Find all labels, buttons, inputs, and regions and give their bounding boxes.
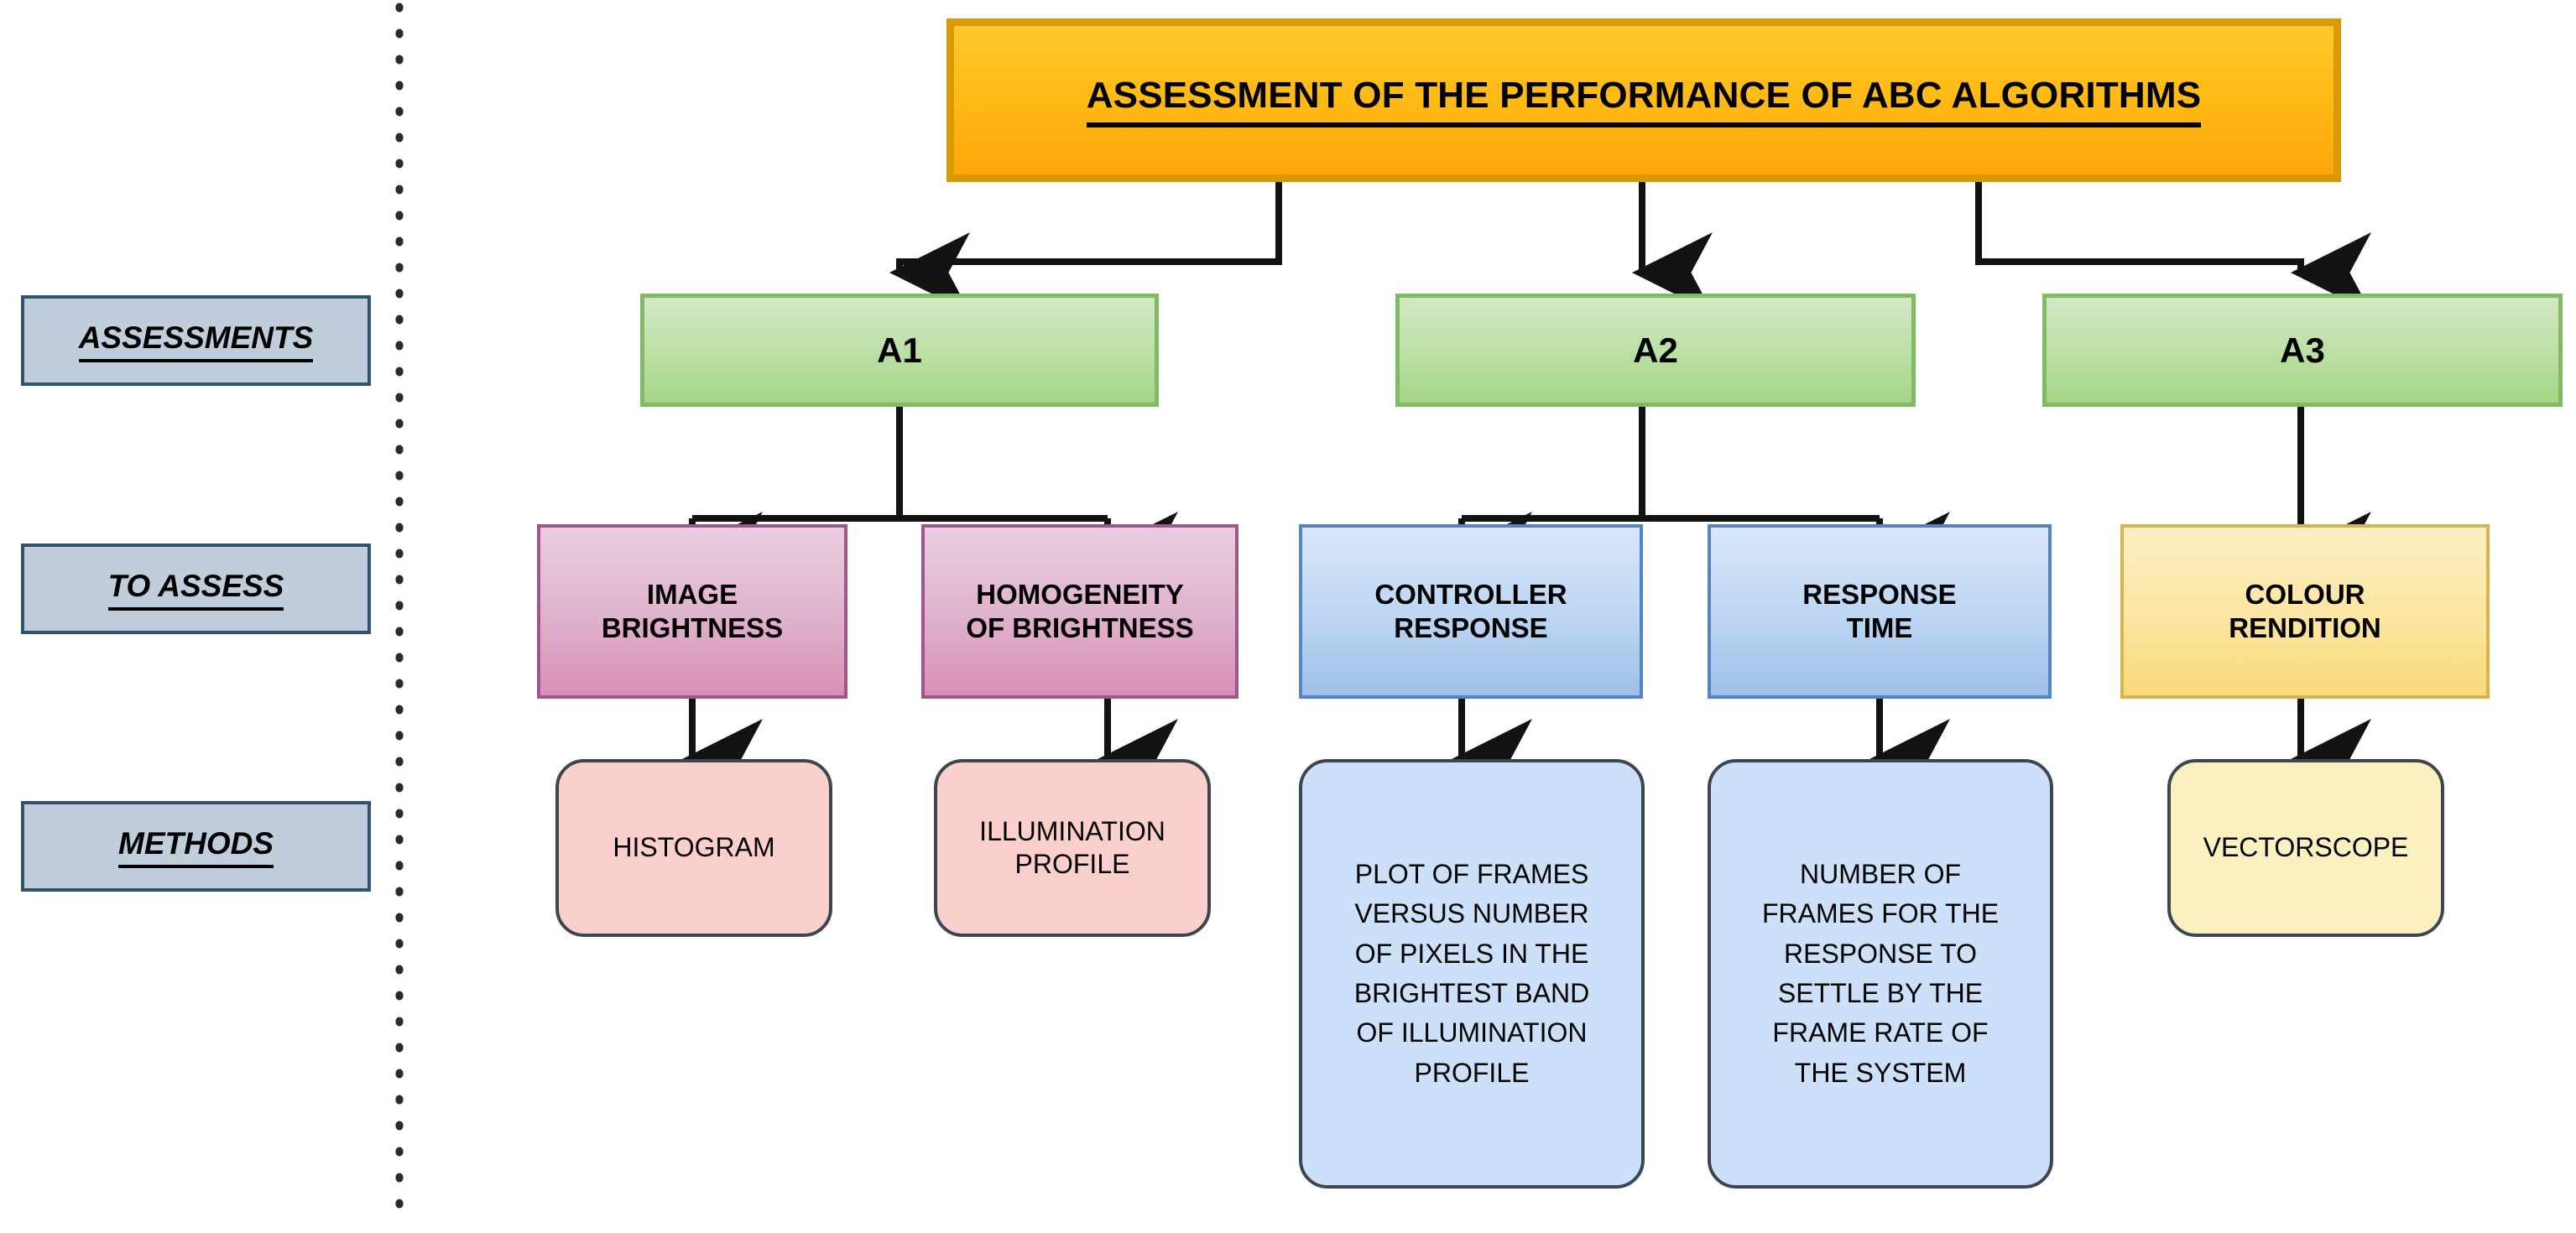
assessment-node-a1[interactable]: A1 bbox=[640, 294, 1159, 407]
method-node-illumination-profile[interactable]: ILLUMINATION PROFILE bbox=[934, 759, 1211, 937]
page-title: ASSESSMENT OF THE PERFORMANCE OF ABC ALG… bbox=[1086, 73, 2202, 128]
to-assess-node-response-time[interactable]: RESPONSE TIME bbox=[1708, 524, 2052, 699]
assessment-node-a1-label: A1 bbox=[877, 330, 922, 370]
method-plot-frames-line-4: BRIGHTEST BAND bbox=[1353, 978, 1590, 1008]
assessment-node-a3[interactable]: A3 bbox=[2042, 294, 2563, 407]
diagram-title-box[interactable]: ASSESSMENT OF THE PERFORMANCE OF ABC ALG… bbox=[946, 18, 2341, 182]
row-label-assessments-text: ASSESSMENTS bbox=[78, 319, 314, 363]
method-plot-frames-line-5: OF ILLUMINATION bbox=[1356, 1017, 1588, 1048]
to-assess-node-colour-rendition[interactable]: COLOUR RENDITION bbox=[2120, 524, 2490, 699]
to-assess-node-image-brightness[interactable]: IMAGE BRIGHTNESS bbox=[537, 524, 847, 699]
connector-title-to-a3 bbox=[1975, 180, 2371, 313]
to-assess-image-brightness-line-2: BRIGHTNESS bbox=[601, 612, 784, 643]
row-label-to-assess[interactable]: TO ASSESS bbox=[21, 544, 371, 634]
to-assess-response-time-line-2: TIME bbox=[1846, 612, 1913, 643]
to-assess-colour-rendition-line-2: RENDITION bbox=[2229, 612, 2381, 643]
row-label-assessments[interactable]: ASSESSMENTS bbox=[21, 295, 371, 386]
method-node-plot-frames-pixels[interactable]: PLOT OF FRAMES VERSUS NUMBER OF PIXELS I… bbox=[1299, 759, 1645, 1189]
row-label-to-assess-text: TO ASSESS bbox=[107, 567, 284, 611]
method-plot-frames-line-6: PROFILE bbox=[1414, 1057, 1530, 1088]
to-assess-homogeneity-line-2: OF BRIGHTNESS bbox=[966, 612, 1194, 643]
to-assess-colour-rendition-line-1: COLOUR bbox=[2245, 578, 2365, 610]
method-frames-settle-line-2: FRAMES FOR THE bbox=[1761, 898, 2000, 929]
method-illumination-profile-line-2: PROFILE bbox=[1014, 849, 1130, 879]
method-frames-settle-line-4: SETTLE BY THE bbox=[1777, 978, 1984, 1008]
to-assess-response-time-line-1: RESPONSE bbox=[1802, 578, 1957, 610]
method-node-frames-settle[interactable]: NUMBER OF FRAMES FOR THE RESPONSE TO SET… bbox=[1708, 759, 2053, 1189]
method-frames-settle-line-6: THE SYSTEM bbox=[1794, 1057, 1967, 1088]
method-illumination-profile-line-1: ILLUMINATION bbox=[979, 815, 1165, 846]
to-assess-controller-response-line-1: CONTROLLER bbox=[1374, 578, 1567, 610]
to-assess-node-controller-response[interactable]: CONTROLLER RESPONSE bbox=[1299, 524, 1643, 699]
method-node-vectorscope[interactable]: VECTORSCOPE bbox=[2167, 759, 2444, 937]
to-assess-node-homogeneity-of-brightness[interactable]: HOMOGENEITY OF BRIGHTNESS bbox=[921, 524, 1238, 699]
to-assess-homogeneity-line-1: HOMOGENEITY bbox=[976, 578, 1184, 610]
method-vectorscope-line-1: VECTORSCOPE bbox=[2203, 832, 2409, 863]
method-node-histogram[interactable]: HISTOGRAM bbox=[555, 759, 832, 937]
method-plot-frames-line-2: VERSUS NUMBER bbox=[1354, 898, 1589, 929]
assessment-node-a2-label: A2 bbox=[1633, 330, 1678, 370]
method-frames-settle-line-5: FRAME RATE OF bbox=[1772, 1017, 1989, 1048]
assessment-node-a2[interactable]: A2 bbox=[1395, 294, 1916, 407]
method-frames-settle-line-3: RESPONSE TO bbox=[1784, 938, 1977, 969]
method-frames-settle-line-1: NUMBER OF bbox=[1800, 858, 1961, 889]
method-plot-frames-line-3: OF PIXELS IN THE bbox=[1354, 938, 1589, 969]
row-label-methods-text: METHODS bbox=[118, 825, 274, 869]
connector-title-to-a1 bbox=[889, 180, 1282, 313]
row-label-methods[interactable]: METHODS bbox=[21, 801, 371, 892]
method-plot-frames-line-1: PLOT OF FRAMES bbox=[1354, 858, 1589, 889]
to-assess-image-brightness-line-1: IMAGE bbox=[646, 578, 738, 610]
to-assess-controller-response-line-2: RESPONSE bbox=[1394, 612, 1548, 643]
method-histogram-line-1: HISTOGRAM bbox=[613, 832, 775, 863]
assessment-node-a3-label: A3 bbox=[2280, 330, 2325, 370]
